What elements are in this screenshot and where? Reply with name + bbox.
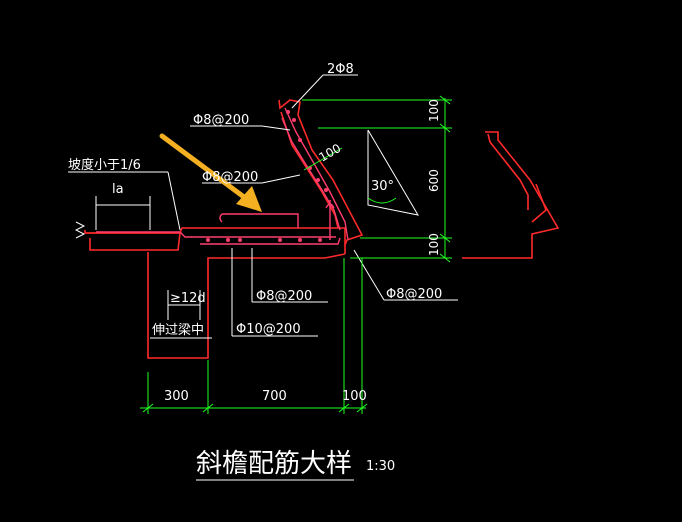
label-dim-100-bottom: 100 xyxy=(427,233,441,256)
label-dim-600: 600 xyxy=(427,169,441,192)
eave-profile-sketch xyxy=(462,131,560,259)
concrete-outline xyxy=(74,99,364,359)
highlight-arrow xyxy=(159,133,262,212)
label-top-rebar: 2Φ8 xyxy=(327,62,354,77)
label-bar-mid: Φ8@200 xyxy=(202,170,258,185)
dimension-lines xyxy=(140,95,452,414)
angle-triangle xyxy=(367,129,419,216)
label-right-bar: Φ8@200 xyxy=(386,287,442,302)
label-dim-300: 300 xyxy=(164,389,189,404)
label-bottom-bar1: Φ8@200 xyxy=(256,289,312,304)
label-slope: 坡度小于1/6 xyxy=(68,157,141,173)
label-beam: 伸过梁中 xyxy=(152,323,204,338)
label-angle: 30° xyxy=(371,179,394,194)
label-bottom-bar2: Φ10@200 xyxy=(236,322,301,337)
labels: 2Φ8 Φ8@200 Φ8@200 坡度小于1/6 la ≥12d 伸过梁中 Φ… xyxy=(68,62,442,481)
rebar xyxy=(96,107,349,245)
label-dim-700: 700 xyxy=(262,389,287,404)
label-dim-100-base: 100 xyxy=(342,389,367,404)
label-stirrup-top: Φ8@200 xyxy=(193,113,249,128)
label-slant-100: 100 xyxy=(317,141,344,165)
label-la: la xyxy=(112,182,124,197)
drawing-scale: 1:30 xyxy=(366,459,395,474)
leader-lines xyxy=(68,74,458,339)
label-dim-100-top: 100 xyxy=(427,99,441,122)
label-anchor: ≥12d xyxy=(170,291,206,306)
drawing-title: 斜檐配筋大样 xyxy=(196,449,352,479)
